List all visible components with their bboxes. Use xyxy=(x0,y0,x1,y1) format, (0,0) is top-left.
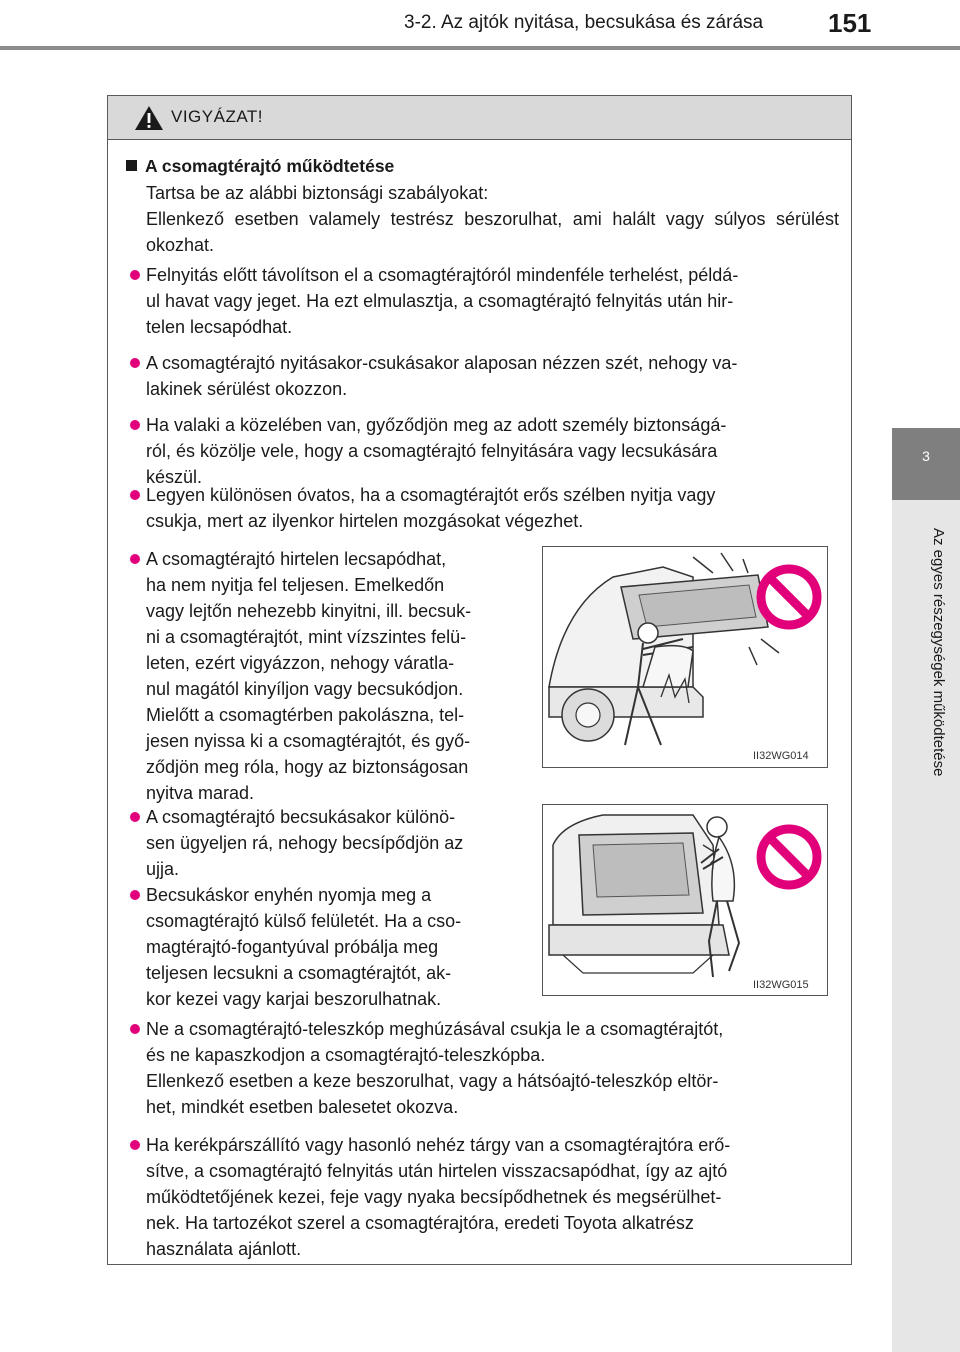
bullet-icon xyxy=(130,554,140,564)
bullet-text-8: Ne a csomagtérajtó-teleszkóp meghúzásáva… xyxy=(146,1019,724,1117)
bullet-icon xyxy=(130,358,140,368)
bullet-icon xyxy=(130,1024,140,1034)
figure-code: II32WG014 xyxy=(753,750,809,762)
bullet-text-3: Ha valaki a közelében van, győződjön meg… xyxy=(146,415,727,487)
section-title-text: A csomagtérajtó működtetése xyxy=(145,156,395,176)
warning-title: VIGYÁZAT! xyxy=(171,107,264,126)
figure-open-hatch: II32WG014 xyxy=(542,546,828,768)
chapter-tab: 3 xyxy=(892,428,960,500)
chapter-number: 3 xyxy=(922,448,930,464)
figure-code: II32WG015 xyxy=(753,979,809,991)
intro-text: Tartsa be az alábbi biztonsági szabályok… xyxy=(146,183,839,255)
prohibition-icon xyxy=(756,564,822,630)
bullet-icon xyxy=(130,890,140,900)
section-title: A csomagtérajtó működtetése xyxy=(126,153,394,179)
bullet-icon xyxy=(130,420,140,430)
prohibition-icon xyxy=(756,824,822,890)
bullet-icon xyxy=(130,812,140,822)
chapter-strip xyxy=(892,500,960,1352)
bullet-text-4: Legyen különösen óvatos, ha a csomagtéra… xyxy=(146,485,716,531)
header-rule xyxy=(0,46,960,50)
warning-header: VIGYÁZAT! xyxy=(108,96,851,140)
bullet-icon xyxy=(130,490,140,500)
running-header-title: 3-2. Az ajtók nyitása, becsukása és zárá… xyxy=(404,12,764,33)
page-number: 151 xyxy=(828,8,872,38)
bullet-text-7: Becsukáskor enyhén nyomja meg a csomagté… xyxy=(146,885,462,1009)
chapter-label: Az egyes részegységek működtetése xyxy=(930,528,947,777)
bullet-icon xyxy=(130,1140,140,1150)
bullet-text-1: Felnyitás előtt távolítson el a csomagté… xyxy=(146,265,739,337)
figure-closing-hatch-illustration xyxy=(548,814,822,978)
bullet-icon xyxy=(130,270,140,280)
figure-closing-hatch: II32WG015 xyxy=(542,804,828,996)
bullet-text-6: A csomagtérajtó becsukásakor különö- sen… xyxy=(146,807,464,879)
bullet-text-2: A csomagtérajtó nyitásakor-csukásakor al… xyxy=(146,353,738,399)
bullet-text-9: Ha kerékpárszállító vagy hasonló nehéz t… xyxy=(146,1135,731,1259)
bullet-text-5: A csomagtérajtó hirtelen lecsapódhat, ha… xyxy=(146,549,472,803)
section-square-icon xyxy=(126,160,137,171)
warning-triangle-icon xyxy=(135,106,163,130)
figure-open-hatch-illustration xyxy=(548,552,822,746)
warning-box: VIGYÁZAT! xyxy=(107,95,852,1265)
